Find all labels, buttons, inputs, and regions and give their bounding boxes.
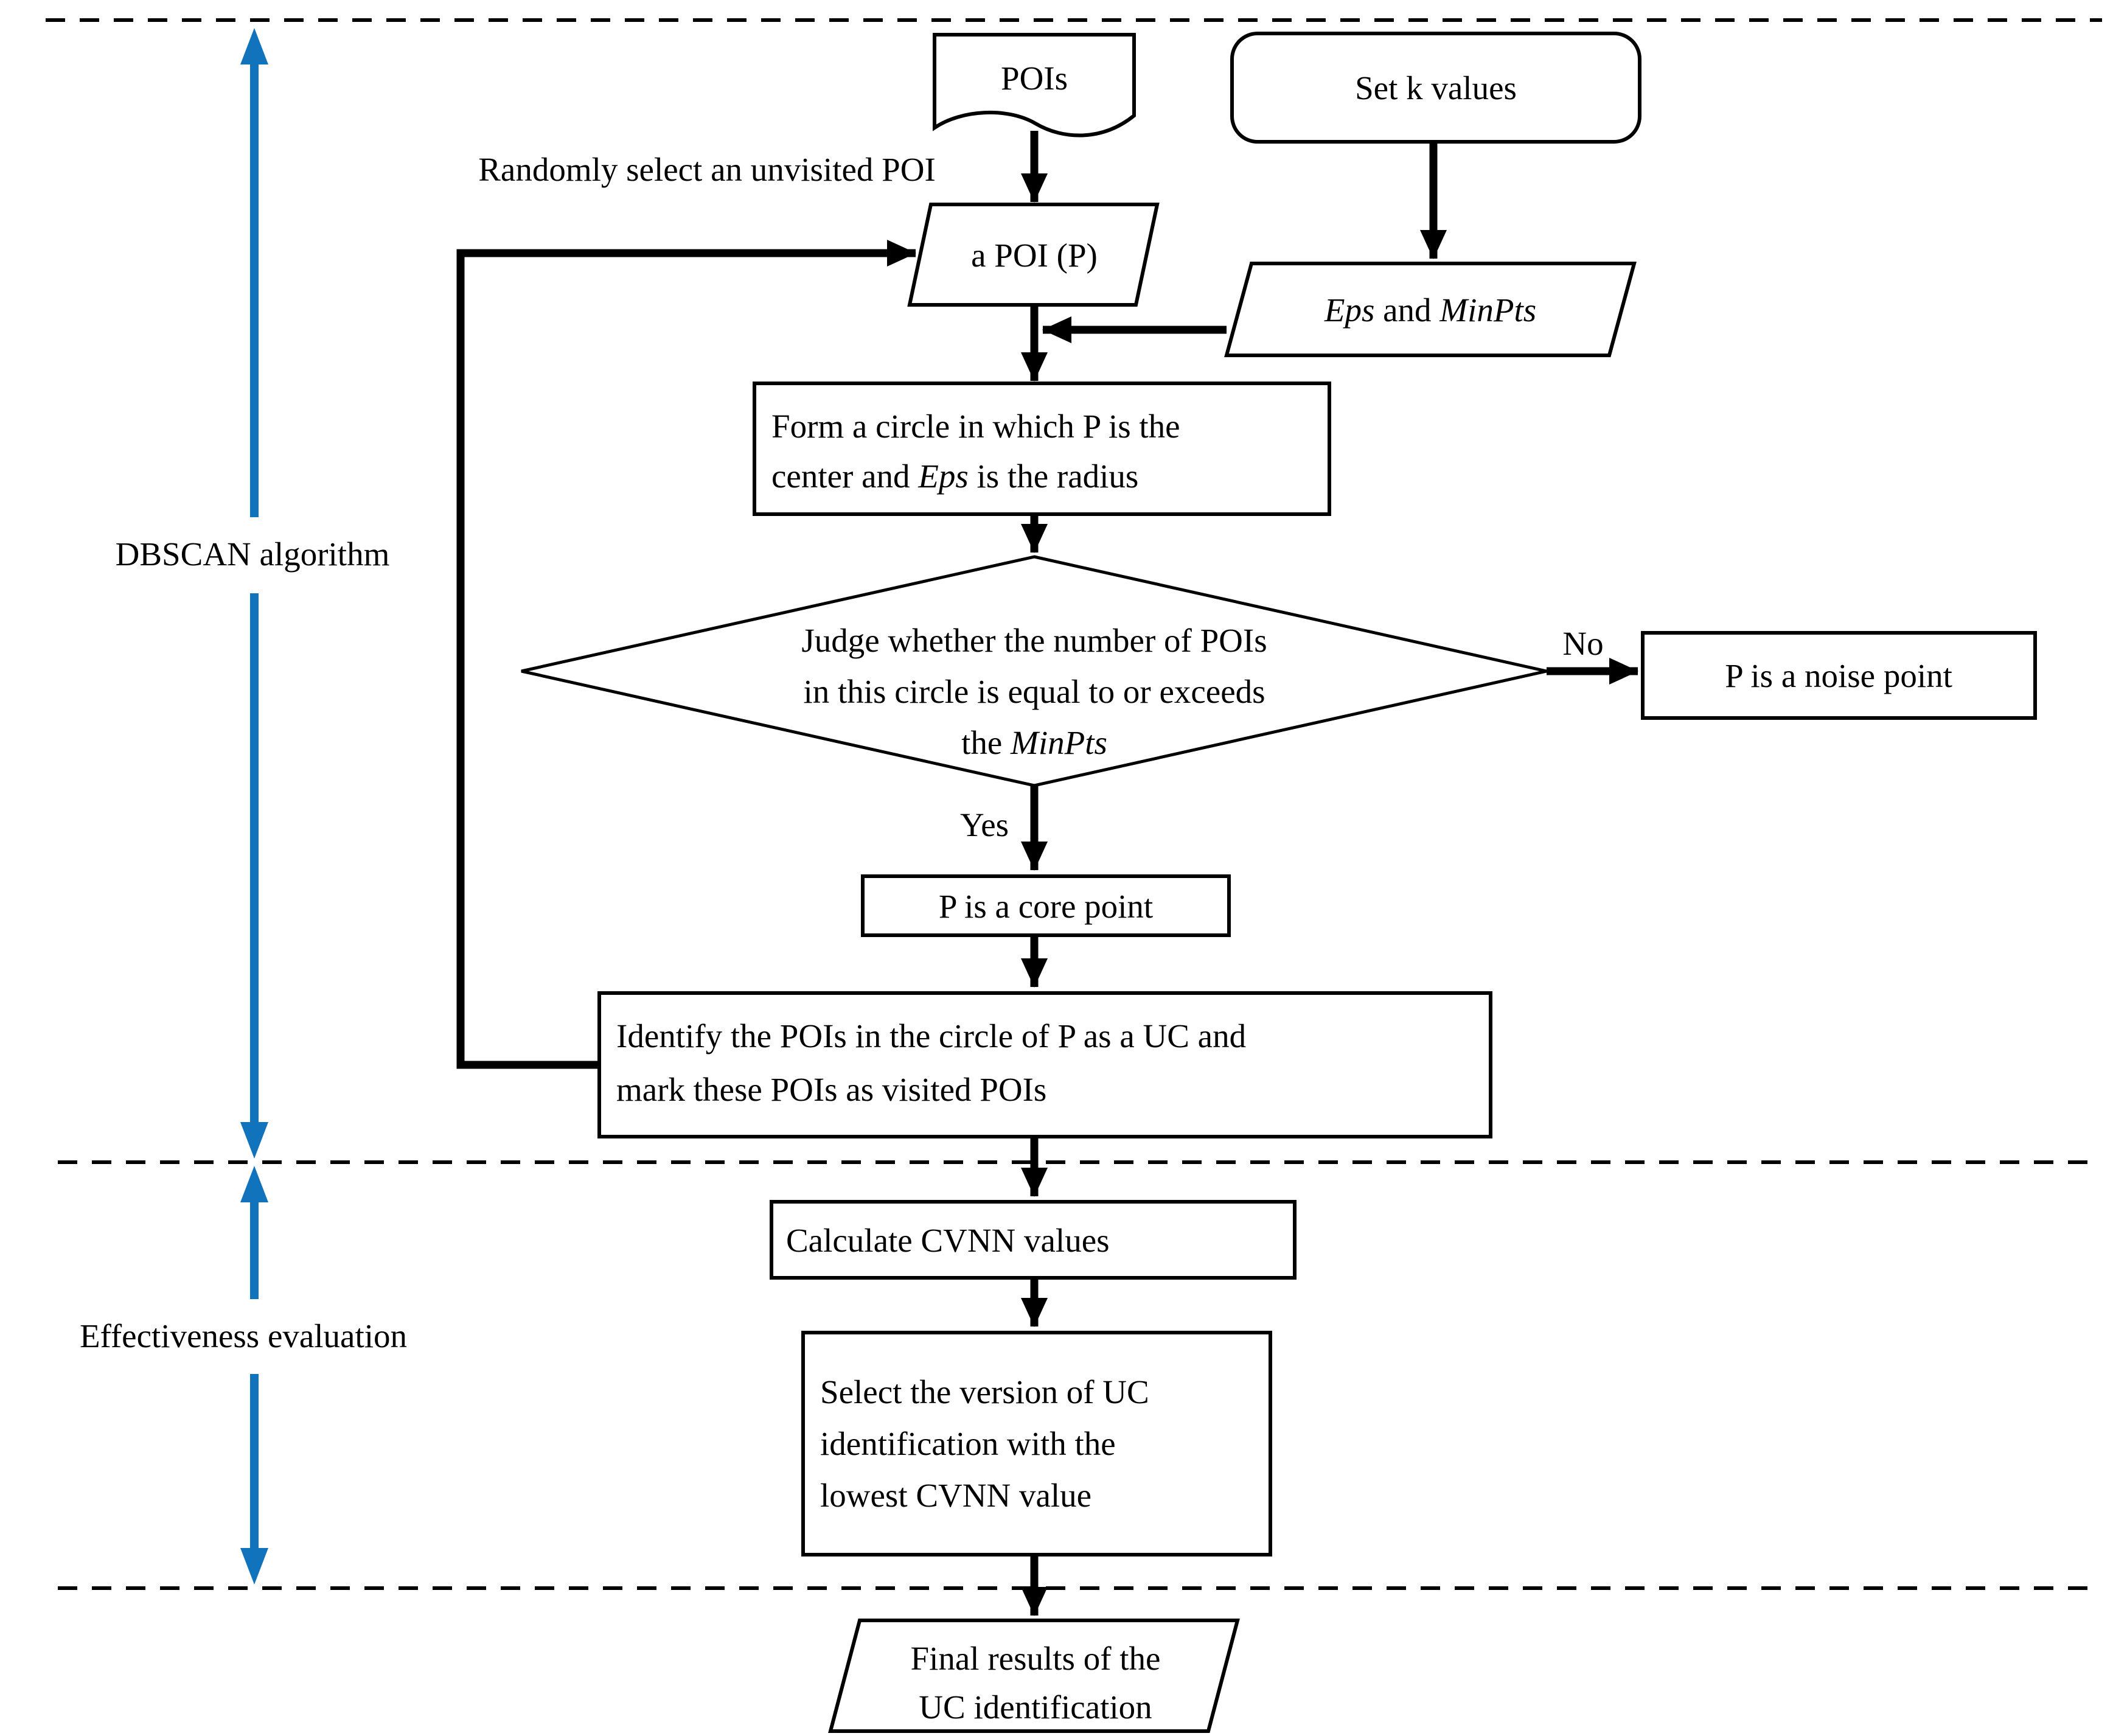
node-form-circle: Form a circle in which P is the center a… [753,382,1331,516]
node-noise-point: P is a noise point [1641,631,2037,720]
document-shape [933,33,1136,138]
process-shape [597,991,1492,1138]
section-span-arrow-dbscan [240,28,268,1159]
node-set-k-values: Set k values [1230,32,1641,144]
edge-label-random-select: Randomly select an unvisited POI [478,151,936,188]
node-final-results: Final results of the UC identification [828,1619,1240,1733]
decision-diamond-shape [521,555,1547,787]
node-core-point: P is a core point [861,874,1231,937]
node-judge-line1: Judge whether the number of POIs [801,622,1267,659]
node-final-line1: Final results of the [911,1640,1161,1677]
loop-arrow-identify-to-a-poi [456,240,916,1069]
edge-label-yes: Yes [960,806,1009,843]
node-final-line2: UC identification [919,1689,1152,1726]
node-set-k-label: Set k values [1355,69,1517,106]
process-shape [861,874,1231,937]
parallelogram-shape [1224,262,1637,357]
node-identify-uc: Identify the POIs in the circle of P as … [597,991,1492,1138]
node-identify-line2: mark these POIs as visited POIs [616,1071,1046,1108]
node-calc-cvnn-label: Calculate CVNN values [786,1222,1110,1259]
node-noise-label: P is a noise point [1725,657,1952,694]
section-label-effectiveness: Effectiveness evaluation [80,1317,407,1354]
node-pois: POIs [933,33,1136,138]
node-select-version: Select the version of UC identification … [801,1331,1272,1556]
node-form-circle-line2: center and Eps is the radius [771,458,1138,495]
node-select-line3: lowest CVNN value [820,1477,1091,1514]
section-label-dbscan: DBSCAN algorithm [116,535,390,573]
node-eps-minpts-label: Eps and MinPts [1324,291,1536,329]
process-shape [1641,631,2037,720]
parallelogram-shape [907,203,1160,307]
node-a-poi-label: a POI (P) [971,237,1098,274]
node-calc-cvnn: Calculate CVNN values [770,1200,1297,1280]
arrowhead-up-icon [240,28,268,64]
node-select-line1: Select the version of UC [820,1373,1149,1410]
node-judge-line3: the MinPts [961,724,1107,761]
node-form-circle-line1: Form a circle in which P is the [771,408,1180,445]
edge-label-no: No [1562,625,1603,662]
process-shape [770,1200,1297,1280]
process-shape [801,1331,1272,1556]
process-shape [753,382,1331,516]
arrowhead-down-icon [240,1548,268,1584]
node-select-line2: identification with the [820,1425,1116,1462]
node-judge-decision: Judge whether the number of POIs in this… [521,555,1547,787]
node-identify-line1: Identify the POIs in the circle of P as … [616,1017,1246,1054]
node-a-poi: a POI (P) [907,203,1160,307]
section-span-arrow-effectiveness [240,1166,268,1584]
arrowhead-down-icon [240,1122,268,1159]
arrowhead-up-icon [240,1166,268,1202]
node-eps-minpts: Eps and MinPts [1224,262,1637,357]
node-core-label: P is a core point [939,888,1153,925]
node-judge-line2: in this circle is equal to or exceeds [803,673,1265,710]
node-pois-label: POIs [1001,60,1068,97]
rounded-rect-shape [1230,32,1641,144]
parallelogram-shape [828,1619,1240,1733]
